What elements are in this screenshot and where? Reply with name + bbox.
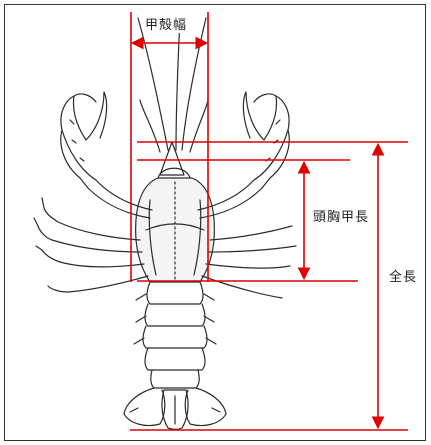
rostrum xyxy=(160,142,184,175)
left-claw xyxy=(61,92,152,218)
tail-fan xyxy=(124,388,226,430)
carapace-width-label: 甲殻幅 xyxy=(145,14,187,33)
total-length-label: 全長 xyxy=(389,266,417,285)
right-claw xyxy=(198,92,289,218)
carapace-length-label: 頭胸甲長 xyxy=(313,206,369,225)
crayfish-illustration xyxy=(34,18,296,430)
right-walking-legs xyxy=(202,226,296,298)
antennae xyxy=(138,18,208,152)
abdomen xyxy=(134,282,216,388)
